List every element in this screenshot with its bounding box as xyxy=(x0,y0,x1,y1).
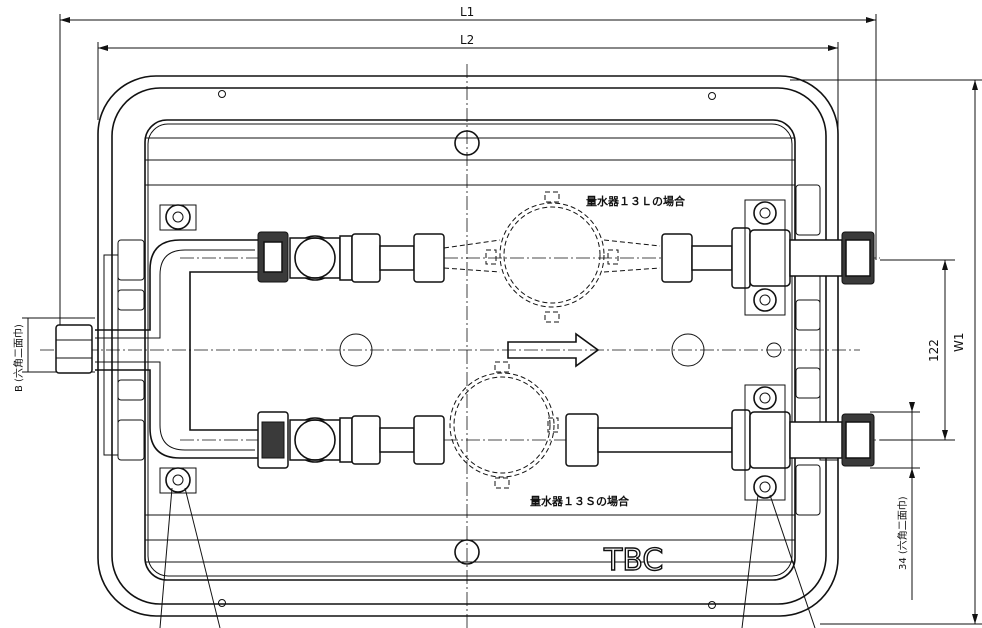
dimension-w1: W1 xyxy=(790,79,982,625)
meter-13s-note: 量水器１３Ｓの場合 xyxy=(530,494,630,508)
brand-logo: TBC xyxy=(603,543,663,578)
center-lines xyxy=(40,64,880,628)
flow-direction-arrow-icon xyxy=(507,332,600,368)
upper-pipe-line xyxy=(257,191,875,323)
dim-l2-label: L2 xyxy=(460,33,474,47)
dim-b-label: B (六角二面巾) xyxy=(12,324,25,392)
dim-w1-label: W1 xyxy=(952,333,966,353)
inlet-manifold xyxy=(55,204,261,628)
dim-34-label: 34 (六角二面巾) xyxy=(896,496,909,570)
dim-122-label: 122 xyxy=(927,339,941,362)
dim-l1-label: L1 xyxy=(460,5,474,19)
dimension-34: 34 (六角二面巾) xyxy=(870,402,920,600)
dimension-122: 122 xyxy=(880,259,955,441)
inlet-hex-nut xyxy=(55,324,93,374)
meter-13l-note: 量水器１３Ｌの場合 xyxy=(586,194,686,208)
meter-box-body xyxy=(97,75,839,617)
dimension-l1: L1 xyxy=(59,5,877,330)
dimension-l2: L2 xyxy=(97,33,839,200)
lower-pipe-line xyxy=(257,361,875,628)
